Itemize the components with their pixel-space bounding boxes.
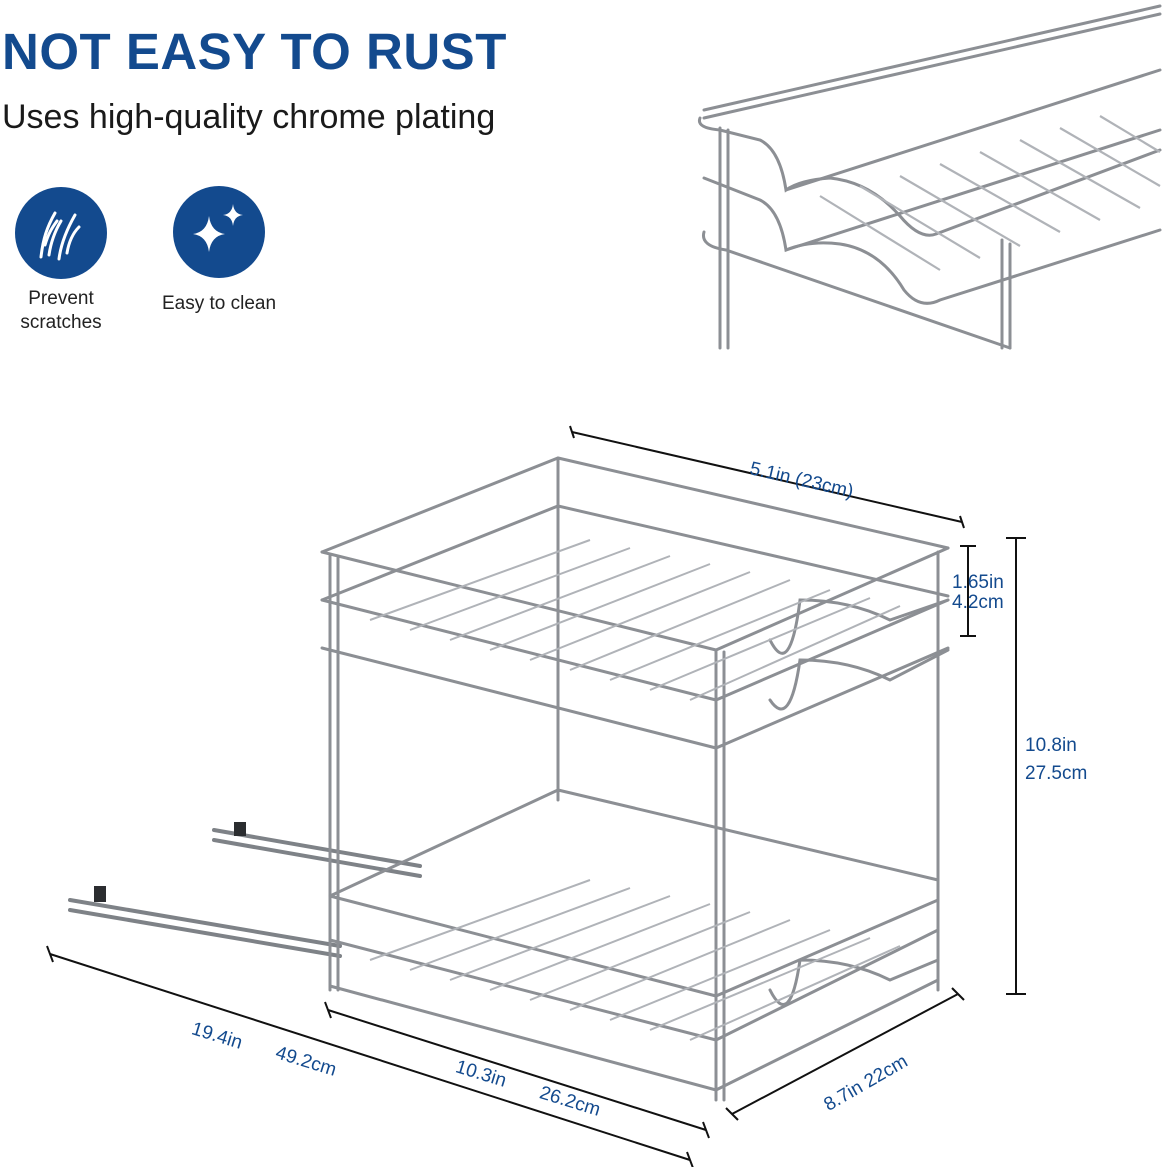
feature-easy-to-clean: Easy to clean	[154, 186, 284, 316]
height-inch-label: 10.8in	[1025, 735, 1077, 756]
page-title: NOT EASY TO RUST	[2, 23, 507, 80]
sparkle-icon	[173, 186, 265, 278]
page-subtitle: Uses high-quality chrome plating	[2, 98, 496, 136]
feature-label: Prevent scratches	[20, 288, 102, 333]
feature-prevent-scratches: Prevent scratches	[0, 187, 126, 335]
feature-label: Easy to clean	[161, 293, 277, 314]
height-cm-label: 27.5cm	[1025, 763, 1088, 784]
chrome-rail-closeup-image	[697, 4, 1162, 350]
gap-cm-label: 4.2cm	[952, 592, 1004, 613]
pull-out-basket-image	[46, 425, 1026, 1167]
scratch-marks-icon	[15, 187, 107, 279]
gap-inch-label: 1.65in	[952, 572, 1004, 593]
